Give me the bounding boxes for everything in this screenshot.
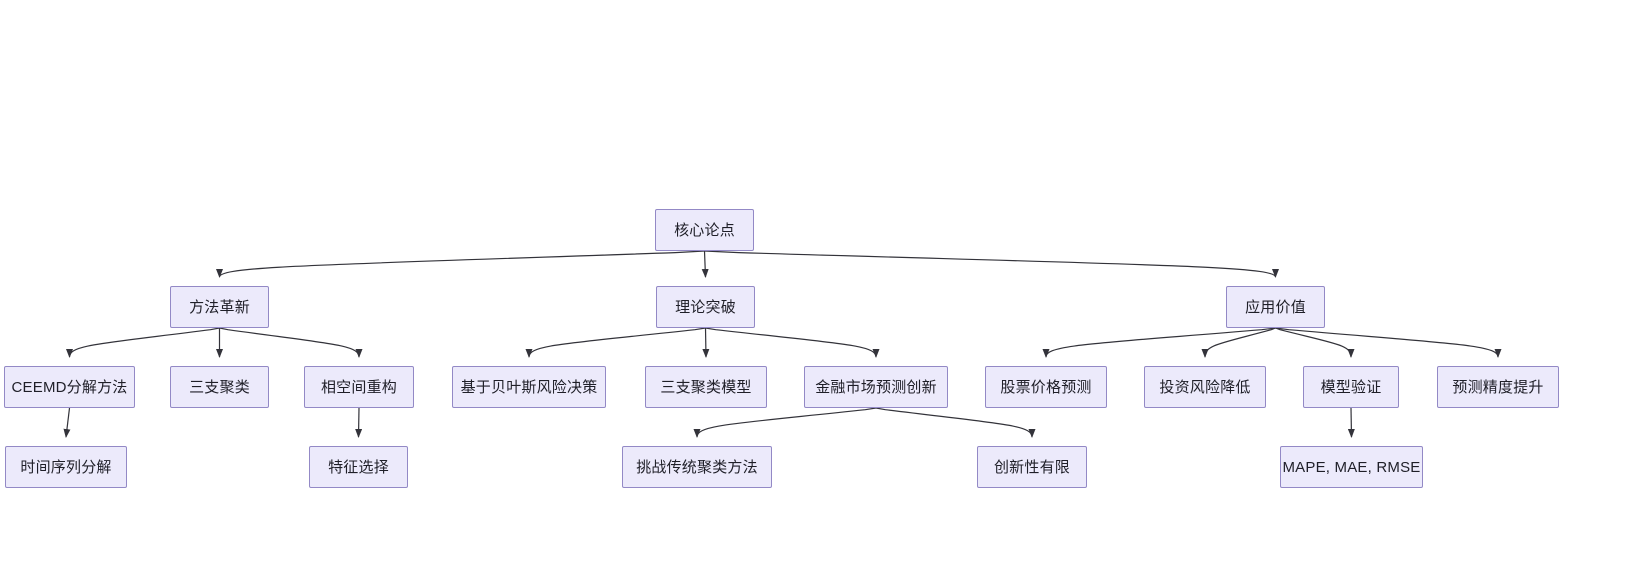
node-label: MAPE, MAE, RMSE — [1282, 458, 1421, 476]
node-c5[interactable]: 三支聚类模型 — [645, 366, 767, 408]
edge-m3-to-c9 — [1275, 327, 1355, 358]
node-label: 金融市场预测创新 — [815, 378, 937, 396]
node-c10[interactable]: 预测精度提升 — [1437, 366, 1559, 408]
edge-m1-to-c1 — [66, 327, 220, 358]
node-c8[interactable]: 投资风险降低 — [1144, 366, 1266, 408]
node-c9[interactable]: 模型验证 — [1303, 366, 1399, 408]
node-root[interactable]: 核心论点 — [655, 209, 754, 251]
node-c6[interactable]: 金融市场预测创新 — [804, 366, 948, 408]
node-label: 预测精度提升 — [1452, 378, 1544, 396]
node-label: 模型验证 — [1320, 378, 1382, 396]
node-label: CEEMD分解方法 — [11, 378, 128, 396]
node-label: 投资风险降低 — [1159, 378, 1251, 396]
node-label: 创新性有限 — [993, 458, 1070, 476]
edge-m2-to-c4 — [525, 327, 706, 358]
node-label: 三支聚类 — [189, 378, 250, 396]
node-g3[interactable]: 挑战传统聚类方法 — [622, 446, 772, 488]
node-label: 三支聚类模型 — [660, 378, 752, 396]
node-g2[interactable]: 特征选择 — [309, 446, 408, 488]
node-c4[interactable]: 基于贝叶斯风险决策 — [452, 366, 606, 408]
node-m3[interactable]: 应用价值 — [1226, 286, 1325, 328]
node-label: 相空间重构 — [320, 378, 397, 396]
node-m2[interactable]: 理论突破 — [656, 286, 755, 328]
edge-c9-to-g5 — [1347, 407, 1355, 438]
node-label: 应用价值 — [1245, 298, 1306, 316]
node-label: 股票价格预测 — [1000, 378, 1092, 396]
edge-m2-to-c5 — [702, 327, 710, 358]
edge-root-to-m1 — [216, 250, 705, 278]
node-label: 核心论点 — [674, 221, 735, 239]
node-label: 特征选择 — [328, 458, 389, 476]
edge-root-to-m2 — [701, 250, 709, 278]
edge-m1-to-c3 — [219, 327, 363, 358]
edge-paths — [63, 250, 1502, 438]
edge-c1-to-g1 — [63, 407, 71, 438]
node-m1[interactable]: 方法革新 — [170, 286, 269, 328]
edge-m2-to-c6 — [705, 327, 880, 358]
node-label: 基于贝叶斯风险决策 — [460, 378, 598, 396]
node-g5[interactable]: MAPE, MAE, RMSE — [1280, 446, 1423, 488]
node-label: 方法革新 — [189, 298, 250, 316]
node-g1[interactable]: 时间序列分解 — [5, 446, 127, 488]
node-label: 挑战传统聚类方法 — [636, 458, 758, 476]
node-c7[interactable]: 股票价格预测 — [985, 366, 1107, 408]
node-g4[interactable]: 创新性有限 — [977, 446, 1087, 488]
edge-m3-to-c10 — [1275, 327, 1502, 358]
node-c3[interactable]: 相空间重构 — [304, 366, 414, 408]
node-label: 时间序列分解 — [20, 458, 112, 476]
edge-c3-to-g2 — [355, 407, 363, 438]
edge-m3-to-c7 — [1042, 327, 1276, 358]
edge-root-to-m3 — [704, 250, 1279, 278]
edge-c6-to-g4 — [875, 407, 1036, 438]
node-label: 理论突破 — [675, 298, 736, 316]
edge-c6-to-g3 — [693, 407, 877, 438]
edge-m3-to-c8 — [1201, 327, 1276, 358]
node-c1[interactable]: CEEMD分解方法 — [4, 366, 135, 408]
node-c2[interactable]: 三支聚类 — [170, 366, 269, 408]
